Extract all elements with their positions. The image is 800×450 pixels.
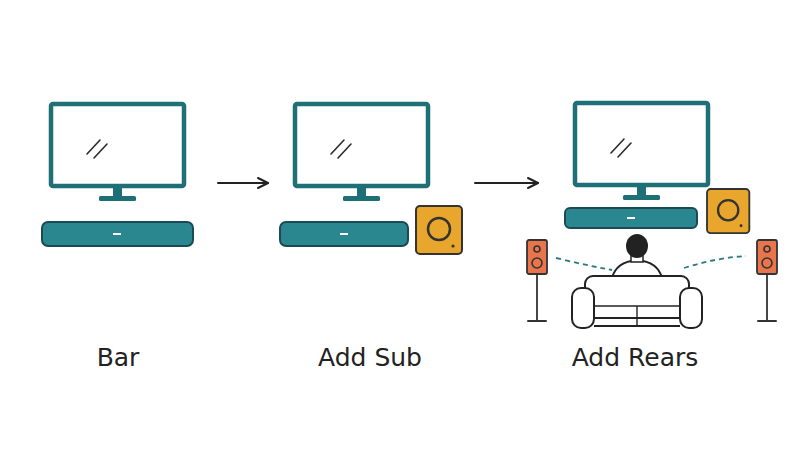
soundbar-led	[113, 233, 121, 235]
stage-bar-art	[42, 104, 193, 246]
rear-speaker-symbol	[527, 240, 547, 321]
couch-base	[594, 325, 680, 327]
person-head	[626, 234, 648, 258]
soundbar-led	[627, 217, 635, 219]
stage-group: Add Sub	[275, 95, 465, 380]
sound-wave	[556, 258, 612, 270]
soundbar-symbol	[565, 208, 697, 228]
soundbar-symbol	[42, 222, 193, 246]
sound-wave	[684, 256, 746, 268]
tv-symbol	[575, 103, 708, 200]
tv-symbol	[51, 104, 184, 201]
tv-symbol	[295, 104, 428, 201]
flow-arrow	[218, 182, 268, 184]
soundbar-symbol	[280, 222, 408, 246]
stage-group: Bar	[28, 95, 208, 380]
stage-label: Add Sub	[275, 343, 465, 373]
subwoofer-symbol	[416, 206, 462, 254]
stage-rears-art	[527, 103, 777, 328]
flow-arrow	[475, 182, 538, 184]
subwoofer-symbol	[707, 189, 749, 233]
rear-speaker-symbol	[757, 240, 777, 321]
stage-label: Bar	[28, 343, 208, 373]
soundbar-led	[340, 233, 348, 235]
stage-group: Add Rears	[545, 95, 725, 380]
couch-arm	[572, 288, 594, 328]
stage-sub-art	[280, 104, 462, 254]
couch-arm	[680, 288, 702, 328]
stage-label: Add Rears	[545, 343, 725, 373]
couch-seam	[636, 306, 637, 326]
